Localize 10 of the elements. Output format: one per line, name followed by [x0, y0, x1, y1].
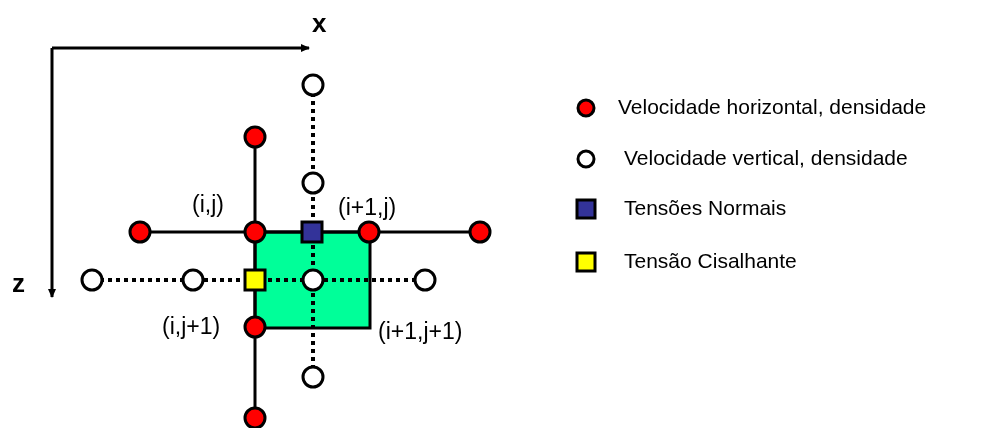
legend-text: Velocidade horizontal, densidade	[618, 96, 927, 117]
grid-index-label: (i,j+1)	[162, 315, 221, 338]
axis-label: z	[12, 270, 25, 296]
grid-index-label: (i+1,j)	[338, 196, 397, 219]
legend-text: Velocidade vertical, densidade	[624, 147, 908, 168]
legend-text: Tensões Normais	[624, 197, 787, 218]
grid-index-label: (i+1,j+1)	[378, 320, 463, 343]
legend-text: Tensão Cisalhante	[624, 250, 797, 271]
grid-index-label: (i,j)	[192, 193, 224, 216]
axis-label: x	[312, 10, 327, 36]
